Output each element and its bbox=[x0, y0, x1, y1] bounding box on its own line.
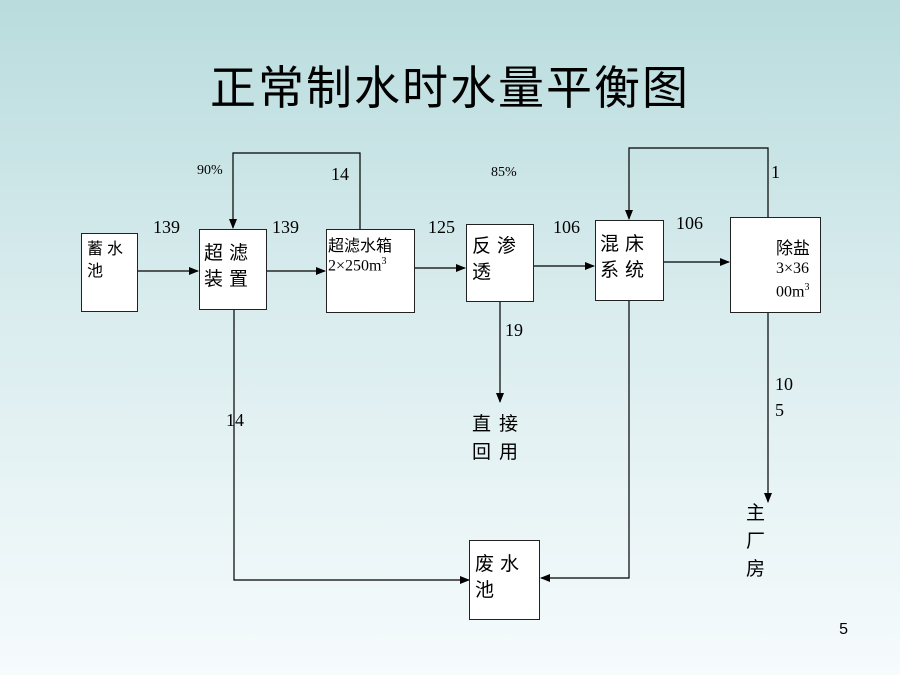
desalt-spec-2-text: 00m bbox=[776, 283, 805, 301]
waste-pool-label: 废水池 bbox=[475, 553, 526, 601]
page-title: 正常制水时水量平衡图 bbox=[210, 61, 690, 115]
uf-tank-spec-text: 2×250m bbox=[328, 257, 382, 275]
uf-tank-name: 超滤水箱 bbox=[328, 236, 393, 255]
uf-recovery-pct: 90% bbox=[197, 163, 223, 178]
ro-recovery-pct: 85% bbox=[491, 165, 517, 180]
flow-uf-waste: 14 bbox=[226, 410, 244, 430]
uf-tank-box: 超滤水箱 2×250m3 bbox=[326, 229, 415, 313]
flow-desalt-recycle: 1 bbox=[771, 162, 780, 182]
mixed-bed-box: 混床系统 bbox=[595, 220, 664, 301]
flow-106-b: 106 bbox=[676, 213, 703, 233]
desalt-spec-2: 00m3 bbox=[776, 282, 809, 301]
arrow-desalt-recycle bbox=[625, 147, 769, 220]
uf-tank-spec: 2×250m3 bbox=[328, 256, 386, 275]
flow-125: 125 bbox=[428, 217, 455, 237]
flow-106-a: 106 bbox=[553, 217, 580, 237]
main-plant-label: 主厂房 bbox=[746, 502, 786, 580]
ro-label: 反渗透 bbox=[472, 235, 523, 283]
flow-to-plant-b: 5 bbox=[775, 400, 784, 420]
flow-uf-recycle: 14 bbox=[331, 164, 349, 184]
waste-pool-box: 废水池 bbox=[469, 540, 540, 620]
arrow-mixedbed-to-waste bbox=[540, 301, 630, 582]
page-number: 5 bbox=[839, 621, 848, 638]
uf-tank-spec-sup: 3 bbox=[381, 256, 387, 267]
mixed-bed-label: 混床系统 bbox=[600, 233, 651, 281]
uf-device-label: 超滤装置 bbox=[204, 242, 255, 290]
direct-reuse-label: 直接回用 bbox=[472, 413, 527, 463]
arrow-uf-to-waste bbox=[233, 310, 470, 584]
desalt-spec-sup: 3 bbox=[804, 282, 810, 293]
flow-139-b: 139 bbox=[272, 217, 299, 237]
uf-device-box: 超滤装置 bbox=[199, 229, 267, 310]
flow-139-a: 139 bbox=[153, 217, 180, 237]
reservoir-label: 蓄水池 bbox=[87, 239, 128, 280]
desalt-box: 除盐 3×36 00m3 bbox=[730, 217, 821, 313]
ro-box: 反渗透 bbox=[466, 224, 534, 302]
flow-to-plant-a: 10 bbox=[775, 374, 793, 394]
flow-ro-reuse: 19 bbox=[505, 320, 523, 340]
reservoir-box: 蓄水池 bbox=[81, 233, 138, 312]
desalt-spec-1: 3×36 bbox=[776, 260, 810, 277]
arrow-uf-recycle bbox=[229, 152, 361, 229]
desalt-name: 除盐 bbox=[776, 239, 810, 259]
